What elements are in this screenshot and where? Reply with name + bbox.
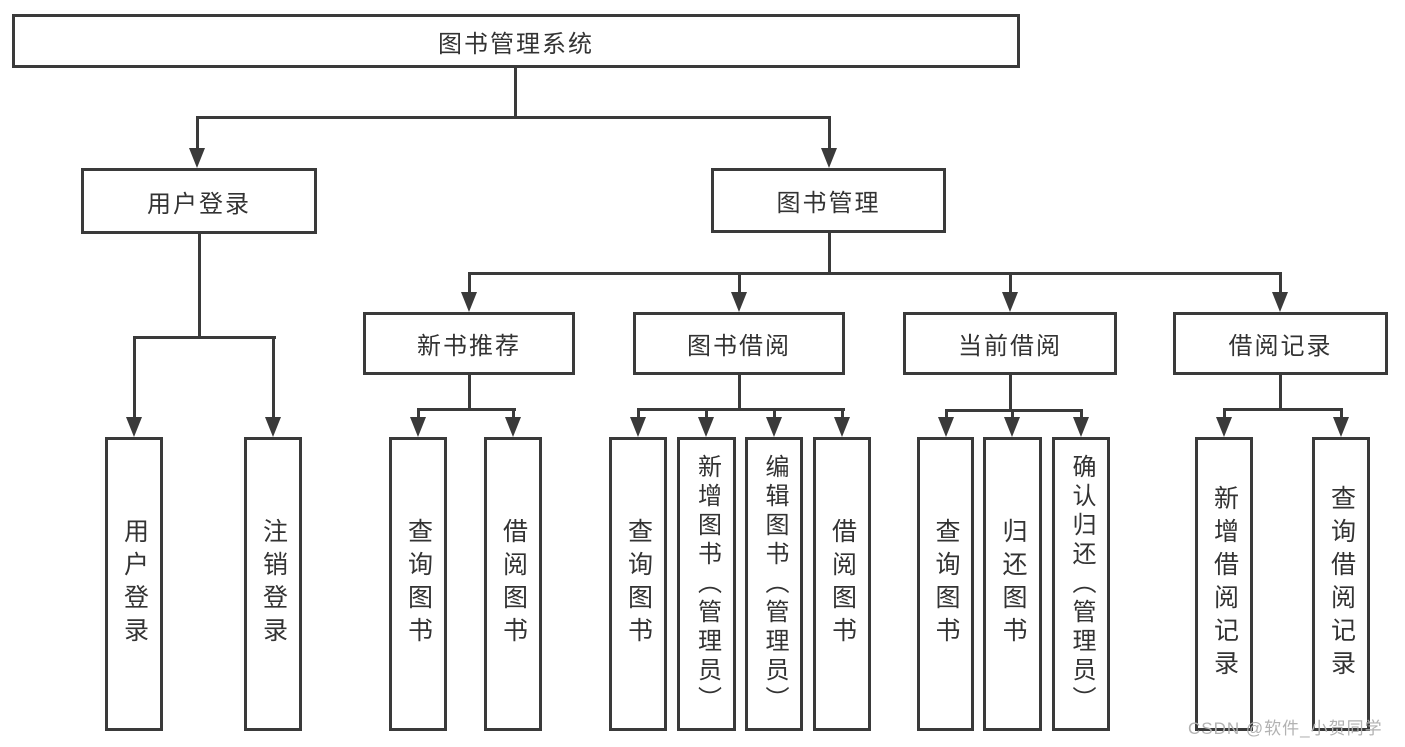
leaf-label: 新增图书（管理员） (693, 453, 721, 715)
leaf-record-add: 新增借阅记录 (1195, 437, 1253, 731)
connector-user-login-children (133, 336, 276, 339)
connector-drop (705, 411, 708, 419)
leaf-borrow-add-admin: 新增图书（管理员） (677, 437, 736, 731)
connector-user-login-stem (198, 234, 201, 339)
connector-new-book-children (417, 408, 516, 411)
leaf-record-query: 查询借阅记录 (1312, 437, 1370, 731)
connector-drop-new-book (468, 275, 471, 295)
leaf-label: 确认归还（管理员） (1068, 453, 1095, 715)
arrow-down-icon (265, 417, 281, 437)
leaf-user-login: 用户登录 (105, 437, 163, 731)
leaf-borrow-query: 查询图书 (609, 437, 667, 731)
arrow-down-icon (1333, 417, 1349, 437)
leaf-newbook-borrow: 借阅图书 (484, 437, 542, 731)
leaf-label: 借阅图书 (828, 518, 857, 650)
arrow-down-icon (461, 292, 477, 312)
connector-drop-leaf-logout (272, 339, 275, 419)
arrow-down-icon (731, 292, 747, 312)
connector-drop (512, 411, 515, 419)
leaf-label: 借阅图书 (499, 518, 528, 650)
connector-drop (1223, 411, 1226, 419)
leaf-label: 新增借阅记录 (1210, 485, 1239, 683)
connector-drop (1080, 412, 1083, 419)
node-current-borrow: 当前借阅 (903, 312, 1117, 375)
connector-root-stem (514, 68, 517, 118)
connector-borrow-record-stem (1279, 375, 1282, 411)
connector-drop-current-borrow (1009, 275, 1012, 295)
connector-drop (841, 411, 844, 419)
arrow-down-icon (821, 148, 837, 168)
leaf-label: 用户登录 (120, 518, 149, 650)
connector-book-mgmt-stem (828, 233, 831, 275)
leaf-current-confirm-admin: 确认归还（管理员） (1052, 437, 1110, 731)
connector-drop-borrow-record (1279, 275, 1282, 295)
arrow-down-icon (189, 148, 205, 168)
arrow-down-icon (698, 417, 714, 437)
connector-drop (945, 412, 948, 419)
leaf-label: 归还图书 (999, 518, 1027, 650)
leaf-logout: 注销登录 (244, 437, 302, 731)
connector-drop (417, 411, 420, 419)
connector-borrow-record-children (1223, 408, 1343, 411)
leaf-label: 注销登录 (259, 518, 288, 650)
connector-new-book-stem (468, 375, 471, 411)
arrow-down-icon (410, 417, 426, 437)
leaf-current-return: 归还图书 (983, 437, 1042, 731)
connector-book-borrow-children (637, 408, 845, 411)
connector-drop-user-login (196, 119, 199, 150)
connector-level2 (468, 272, 1282, 275)
connector-drop (637, 411, 640, 419)
leaf-label: 编辑图书（管理员） (761, 453, 788, 715)
arrow-down-icon (1216, 417, 1232, 437)
connector-drop (773, 411, 776, 419)
leaf-label: 查询图书 (624, 518, 653, 650)
connector-drop (1011, 412, 1014, 419)
arrow-down-icon (938, 417, 954, 437)
leaf-label: 查询借阅记录 (1327, 485, 1356, 683)
arrow-down-icon (766, 417, 782, 437)
node-root: 图书管理系统 (12, 14, 1020, 68)
node-borrow-record: 借阅记录 (1173, 312, 1388, 375)
arrow-down-icon (1272, 292, 1288, 312)
arrow-down-icon (1004, 417, 1020, 437)
arrow-down-icon (630, 417, 646, 437)
leaf-label: 查询图书 (404, 518, 433, 650)
connector-level1 (196, 116, 831, 119)
connector-drop (1340, 411, 1343, 419)
arrow-down-icon (834, 417, 850, 437)
arrow-down-icon (1073, 417, 1089, 437)
leaf-borrow-edit-admin: 编辑图书（管理员） (745, 437, 803, 731)
connector-book-borrow-stem (738, 375, 741, 411)
arrow-down-icon (126, 417, 142, 437)
watermark: CSDN @软件_小贺同学 (1188, 719, 1383, 738)
leaf-newbook-query: 查询图书 (389, 437, 447, 731)
leaf-current-query: 查询图书 (917, 437, 974, 731)
connector-drop-book-mgmt (828, 119, 831, 150)
node-book-mgmt: 图书管理 (711, 168, 946, 233)
arrow-down-icon (1002, 292, 1018, 312)
arrow-down-icon (505, 417, 521, 437)
leaf-label: 查询图书 (932, 518, 960, 650)
connector-current-borrow-children (945, 409, 1083, 412)
connector-drop-book-borrow (738, 275, 741, 295)
connector-current-borrow-stem (1009, 375, 1012, 412)
leaf-borrow-borrow: 借阅图书 (813, 437, 871, 731)
node-book-borrow: 图书借阅 (633, 312, 845, 375)
connector-drop-leaf-login (133, 339, 136, 419)
node-user-login: 用户登录 (81, 168, 317, 234)
node-new-book: 新书推荐 (363, 312, 575, 375)
